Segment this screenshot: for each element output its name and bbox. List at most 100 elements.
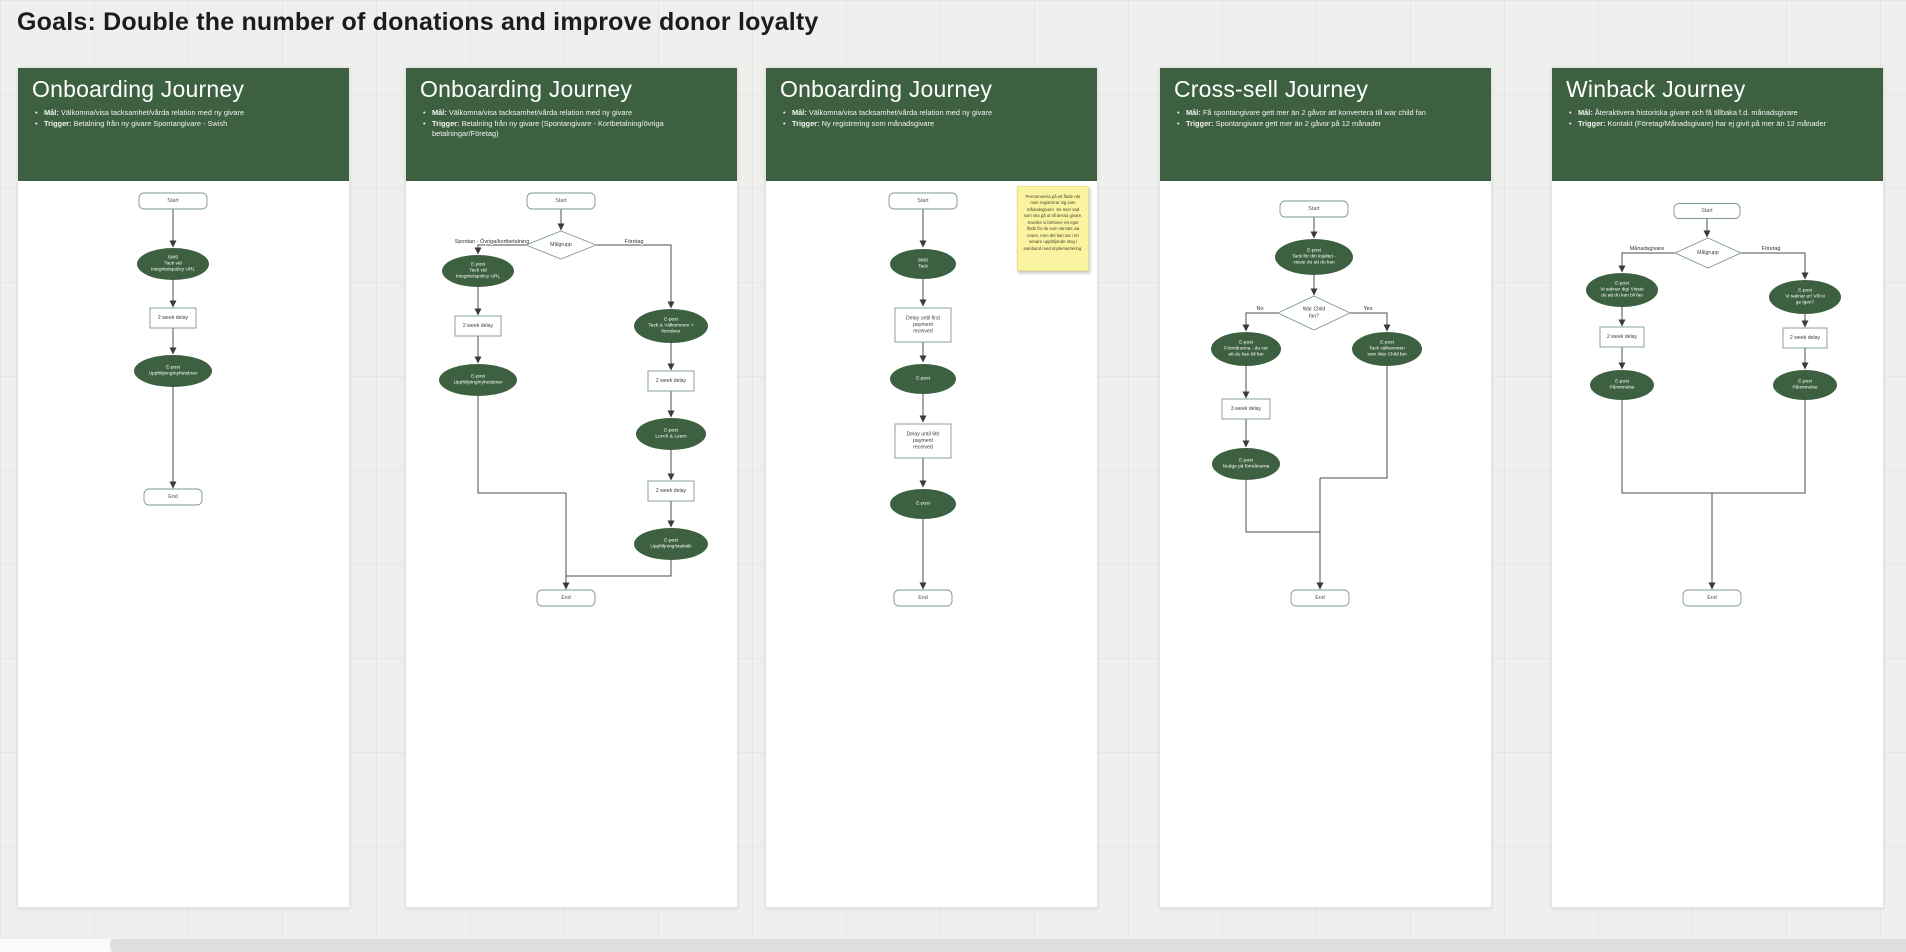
- flow-node-terminator[interactable]: End: [536, 589, 596, 607]
- flow-node-process[interactable]: 2 week delay: [1599, 326, 1645, 348]
- flow-node-process[interactable]: 2 week delay: [149, 307, 197, 329]
- edge-label: Företag: [1762, 246, 1781, 252]
- svg-text:2 week delay: 2 week delay: [463, 323, 494, 329]
- scrollbar-corner: [0, 939, 110, 952]
- flow-node-terminator[interactable]: End: [1682, 589, 1742, 607]
- flow-node-oval[interactable]: E-post: [890, 489, 956, 519]
- card-title: Onboarding Journey: [32, 76, 245, 102]
- bullet-item: Trigger: Kontakt (Företag/Månadsgivare) …: [1566, 119, 1869, 130]
- svg-text:3 week delay: 3 week delay: [1231, 406, 1262, 412]
- bullet-text: Spontangivare gett mer än 2 gåvor på 12 …: [1213, 118, 1382, 128]
- flow-edge[interactable]: [566, 560, 672, 577]
- svg-text:2 week delay: 2 week delay: [656, 378, 687, 384]
- flow-edge[interactable]: Yes: [1350, 305, 1391, 332]
- svg-text:Målgrupp: Målgrupp: [1697, 249, 1719, 256]
- card-header: Cross-sell JourneyMål: Få spontangivare …: [1160, 68, 1491, 181]
- flow-node-oval[interactable]: E-post: [890, 364, 956, 394]
- bullet-label: Trigger:: [1186, 118, 1214, 128]
- bullet-label: Mål:: [44, 108, 59, 117]
- card-header: Winback JourneyMål: Återaktivera histori…: [1552, 68, 1883, 181]
- flow-edge[interactable]: Spontan - Övriga/kortbetalning: [454, 237, 530, 255]
- flow-node-process[interactable]: 3 week delay: [1221, 398, 1271, 420]
- flow-node-decision[interactable]: Målgrupp: [1673, 237, 1743, 269]
- flow-edge[interactable]: [1245, 480, 1320, 533]
- card-goal-bullets: Mål: Välkomna/visa tacksamhet/vårda rela…: [420, 108, 723, 140]
- flow-edge[interactable]: Månadsgivare: [1618, 244, 1675, 273]
- flow-node-terminator[interactable]: End: [143, 488, 203, 506]
- svg-text:End: End: [1315, 595, 1325, 601]
- bullet-label: Trigger:: [432, 118, 460, 128]
- flowchart-svg: Spontan - Övriga/kortbetalning Företag Sta…: [439, 192, 708, 607]
- svg-text:Målgrupp: Målgrupp: [550, 241, 572, 248]
- flow-node-terminator[interactable]: Start: [138, 192, 208, 210]
- page-title[interactable]: Goals: Double the number of donations an…: [17, 8, 819, 36]
- bullet-label: Trigger:: [792, 118, 820, 128]
- journey-card[interactable]: Spontan - Övriga/kortbetalning Företag Sta…: [405, 67, 738, 908]
- flow-node-terminator[interactable]: Start: [1673, 203, 1741, 219]
- svg-text:Start: Start: [1308, 206, 1320, 212]
- svg-text:End: End: [168, 494, 178, 500]
- flow-node-process[interactable]: 2 week delay: [1782, 327, 1828, 349]
- bullet-label: Mål:: [1578, 108, 1593, 117]
- flow-node-terminator[interactable]: Start: [888, 192, 958, 210]
- flow-node-terminator[interactable]: End: [893, 589, 953, 607]
- flow-edge[interactable]: [477, 396, 566, 494]
- svg-text:2 week delay: 2 week delay: [1607, 334, 1638, 340]
- flow-edge[interactable]: [1712, 400, 1806, 494]
- flow-edge[interactable]: [1621, 400, 1712, 494]
- bullet-label: Mål:: [792, 108, 807, 117]
- bullet-item: Mål: Välkomna/visa tacksamhet/vårda rela…: [420, 108, 723, 119]
- sticky-note[interactable]: Prenumerera på ett flöde när man registr…: [1017, 186, 1089, 271]
- flow-edge[interactable]: [1320, 366, 1388, 479]
- flow-node-terminator[interactable]: Start: [1279, 200, 1349, 218]
- flow-edge[interactable]: Företag: [1741, 245, 1809, 280]
- flow-node-process[interactable]: 2 week delay: [647, 480, 695, 502]
- flow-edge[interactable]: No: [1242, 305, 1278, 332]
- horizontal-scrollbar-thumb[interactable]: [110, 939, 1906, 952]
- flow-node-process[interactable]: 2 week delay: [647, 370, 695, 392]
- flow-node-process[interactable]: 2 week delay: [454, 315, 502, 337]
- svg-text:End: End: [561, 595, 571, 601]
- flow-node-decision[interactable]: Målgrupp: [524, 230, 598, 260]
- bullet-item: Mål: Välkomna/visa tacksamhet/vårda rela…: [780, 108, 1083, 119]
- bullet-item: Mål: Välkomna/visa tacksamhet/vårda rela…: [32, 108, 335, 119]
- flow-edge[interactable]: Företag: [596, 238, 675, 309]
- svg-text:2 week delay: 2 week delay: [158, 315, 189, 321]
- flow-node-terminator[interactable]: Start: [526, 192, 596, 210]
- card-goal-bullets: Mål: Återaktivera historiska givare och …: [1566, 108, 1869, 129]
- flow-node-terminator[interactable]: End: [1290, 589, 1350, 607]
- sticky-note-text: Prenumerera på ett flöde när man registr…: [1023, 194, 1083, 251]
- bullet-text: Betalning från ny givare (Spontangivare …: [432, 118, 664, 139]
